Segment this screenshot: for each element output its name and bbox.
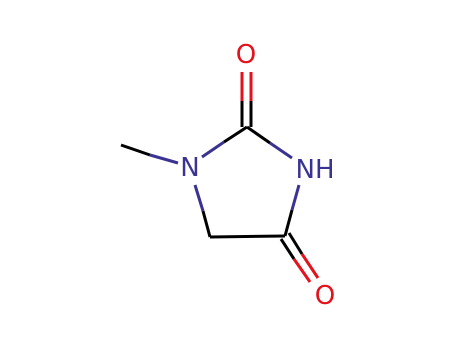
bond-c4-o-double-outer-oxygen: [300, 253, 320, 279]
bond-methyl-n-carbon-part: [120, 143, 151, 157]
bond-c2-nh-carbon-part: [246, 125, 271, 145]
bond-methyl-n-nitrogen-part: [149, 153, 179, 165]
bond-n-c2-carbon-part: [223, 125, 248, 144]
bond-nh-c4-nitrogen-part: [290, 184, 301, 211]
bonds: [120, 72, 320, 283]
atom-label-n-ring: N: [180, 153, 199, 183]
atom-labels: O N NH O: [180, 40, 335, 311]
atom-label-o-bottom: O: [315, 281, 335, 311]
bond-c5-n-nitrogen-part: [193, 184, 205, 212]
bond-c4-c5: [209, 234, 286, 239]
bond-nh-c4-carbon-part: [283, 209, 294, 237]
atom-label-o-top: O: [236, 40, 256, 70]
bond-c4-o-double-inner-oxygen: [292, 258, 312, 283]
bond-n-c2-nitrogen-part: [201, 140, 225, 159]
atom-label-nh-ring: NH: [296, 155, 335, 185]
bond-c4-o-double-outer-carbon: [287, 232, 304, 255]
bond-c4-o-double-inner-carbon: [279, 238, 296, 260]
bond-c2-nh-nitrogen-part: [269, 141, 293, 160]
bond-c5-n-carbon-part: [201, 210, 212, 238]
